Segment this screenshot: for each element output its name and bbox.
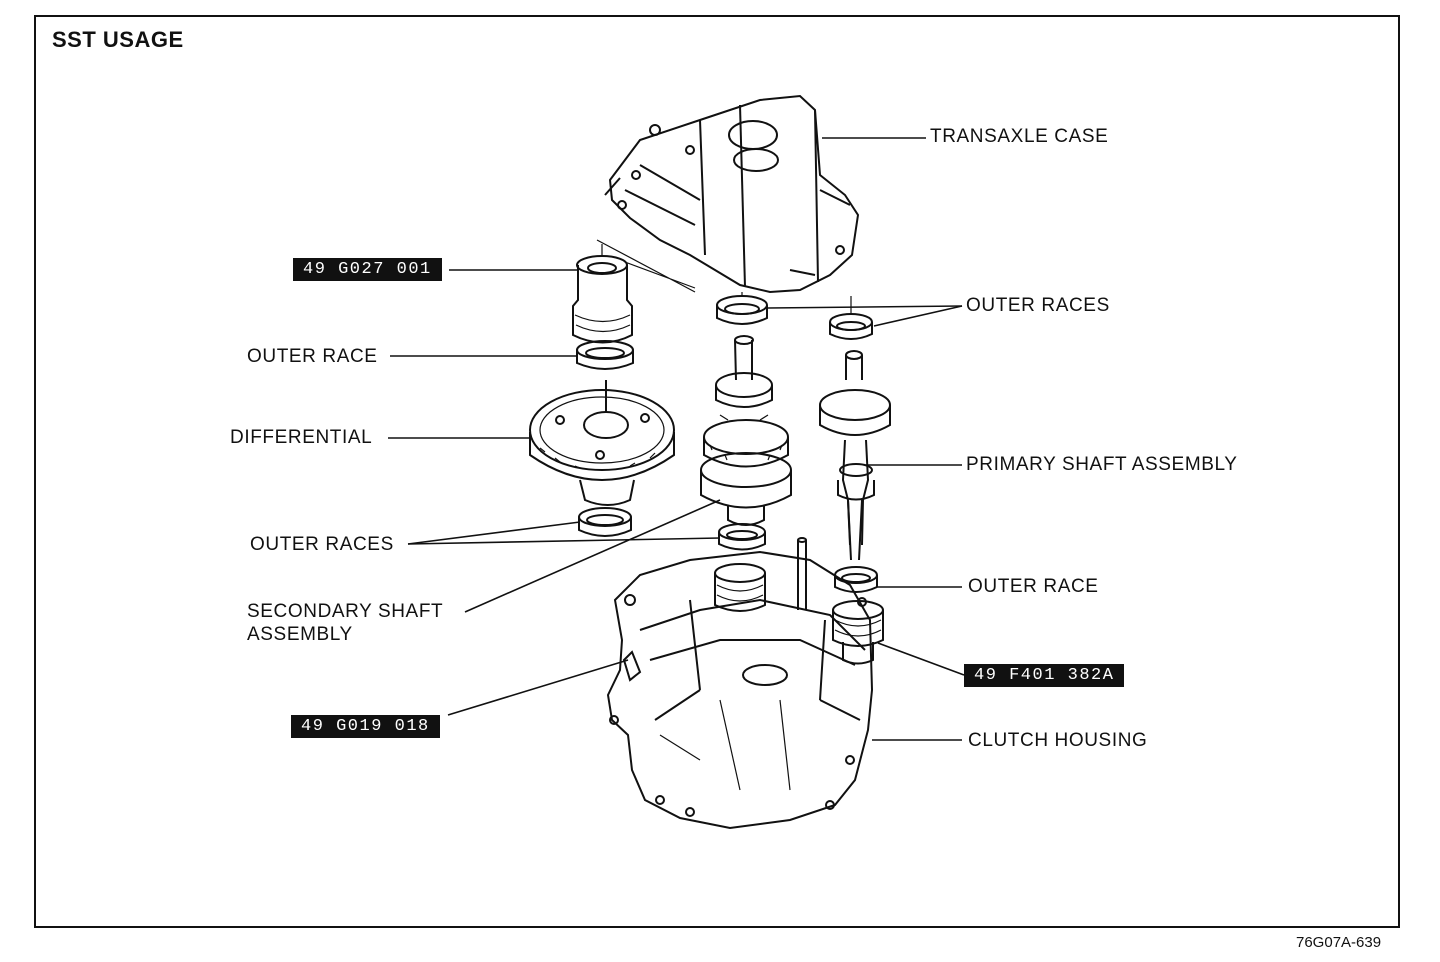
sst-g027-drawing xyxy=(572,244,633,344)
differential-drawing xyxy=(529,380,675,506)
label-clutch-housing: CLUTCH HOUSING xyxy=(968,730,1148,751)
label-outer-races-top: OUTER RACES xyxy=(966,295,1110,316)
diagram-frame xyxy=(34,15,1400,928)
label-outer-races-mid: OUTER RACES xyxy=(250,534,394,555)
outer-races-top-drawing xyxy=(716,292,873,340)
label-secondary-shaft-line2: ASSEMBLY xyxy=(247,624,353,645)
transaxle-case-drawing xyxy=(604,94,860,294)
label-outer-race-left: OUTER RACE xyxy=(247,346,378,367)
label-transaxle-case: TRANSAXLE CASE xyxy=(930,126,1109,147)
figure-code: 76G07A-639 xyxy=(1296,934,1382,951)
tool-badge-f401: 49 F401 382A xyxy=(964,664,1125,687)
page-title: SST USAGE xyxy=(52,27,184,52)
outer-race-left-drawing xyxy=(576,340,634,370)
leader-lines xyxy=(388,137,965,741)
outer-race-lower-mid-drawing xyxy=(718,523,766,551)
clutch-housing-drawing xyxy=(606,550,874,830)
tool-badge-g027: 49 G027 001 xyxy=(293,258,442,281)
label-differential: DIFFERENTIAL xyxy=(230,427,373,448)
label-secondary-shaft-line1: SECONDARY SHAFT xyxy=(247,601,444,622)
sst-g019-drawing xyxy=(714,537,807,612)
outer-race-right-drawing xyxy=(834,566,878,593)
label-outer-race-right: OUTER RACE xyxy=(968,576,1099,597)
label-primary-shaft-assembly: PRIMARY SHAFT ASSEMBLY xyxy=(966,454,1238,475)
sst-f401-drawing xyxy=(832,600,884,665)
outer-race-lower-left-drawing xyxy=(578,507,632,537)
primary-shaft-drawing xyxy=(819,350,891,561)
tool-badge-g019: 49 G019 018 xyxy=(291,715,440,738)
secondary-shaft-drawing xyxy=(700,335,792,526)
